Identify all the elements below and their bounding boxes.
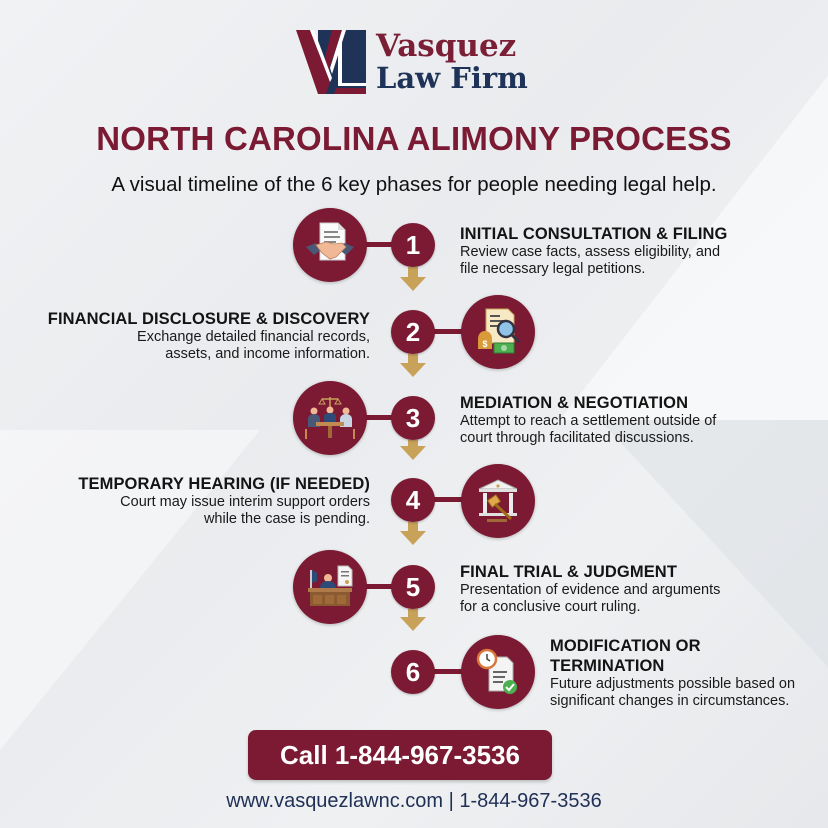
step-description: while the case is pending.	[203, 511, 370, 527]
mediation-table-icon	[293, 381, 367, 455]
judge-bench-icon	[293, 550, 367, 624]
step-connector	[360, 584, 400, 589]
courthouse-gavel-icon	[461, 464, 535, 538]
vl-monogram-icon	[296, 28, 368, 96]
step-connector	[360, 415, 400, 420]
phone-link[interactable]: 1-844-967-3536	[459, 790, 602, 812]
step-description: Review case facts, assess eligibility, a…	[460, 244, 721, 260]
step-title: INITIAL CONSULTATION & FILING	[460, 225, 728, 243]
step-connector	[360, 242, 400, 247]
step-connector	[430, 329, 470, 334]
website-link[interactable]: www.vasquezlawnc.com	[226, 790, 444, 812]
step-connector	[430, 669, 470, 674]
firm-name-line1: Vasquez	[376, 28, 517, 64]
step-description: Exchange detailed financial records,	[137, 329, 370, 345]
step-description: file necessary legal petitions.	[460, 261, 646, 277]
step-connector	[430, 497, 470, 502]
step-number-badge: 3	[391, 396, 435, 440]
step-description: court through facilitated discussions.	[460, 430, 694, 446]
down-arrow-icon	[400, 440, 426, 460]
step-description: Presentation of evidence and arguments	[460, 582, 721, 598]
firm-logo: Vasquez Law Firm	[296, 28, 528, 96]
down-arrow-icon	[400, 609, 426, 631]
step-title: MODIFICATION OR	[550, 637, 701, 655]
handshake-document-icon	[293, 208, 367, 282]
step-title: FINANCIAL DISCLOSURE & DISCOVERY	[47, 310, 370, 328]
step-number-badge: 2	[391, 310, 435, 354]
step-description: for a conclusive court ruling.	[460, 599, 641, 615]
step-title: TERMINATION	[550, 657, 665, 675]
step-title: MEDIATION & NEGOTIATION	[460, 394, 689, 412]
financial-documents-magnifier-icon: $	[461, 295, 535, 369]
step-description: significant changes in circumstances.	[550, 693, 790, 709]
down-arrow-icon	[400, 267, 426, 291]
down-arrow-icon	[400, 522, 426, 545]
down-arrow-icon	[400, 354, 426, 377]
step-number-badge: 4	[391, 478, 435, 522]
step-number-badge: 5	[391, 565, 435, 609]
svg-text:$: $	[482, 339, 487, 349]
firm-name-line2: Law Firm	[376, 61, 528, 95]
step-title: TEMPORARY HEARING (IF NEEDED)	[78, 475, 370, 493]
step-title: FINAL TRIAL & JUDGMENT	[460, 563, 678, 581]
footer-contact: www.vasquezlawnc.com | 1-844-967-3536	[0, 790, 828, 813]
clock-document-check-icon	[461, 635, 535, 709]
separator: |	[448, 790, 454, 812]
page-title: NORTH CAROLINA ALIMONY PROCESS	[96, 120, 732, 157]
call-button[interactable]: Call 1-844-967-3536	[248, 730, 552, 780]
step-description: Court may issue interim support orders	[120, 494, 370, 510]
page-subtitle: A visual timeline of the 6 key phases fo…	[111, 173, 717, 196]
step-description: Future adjustments possible based on	[550, 676, 796, 692]
step-number-badge: 1	[391, 223, 435, 267]
step-description: Attempt to reach a settlement outside of	[460, 413, 717, 429]
step-number-badge: 6	[391, 650, 435, 694]
step-description: assets, and income information.	[165, 346, 370, 362]
